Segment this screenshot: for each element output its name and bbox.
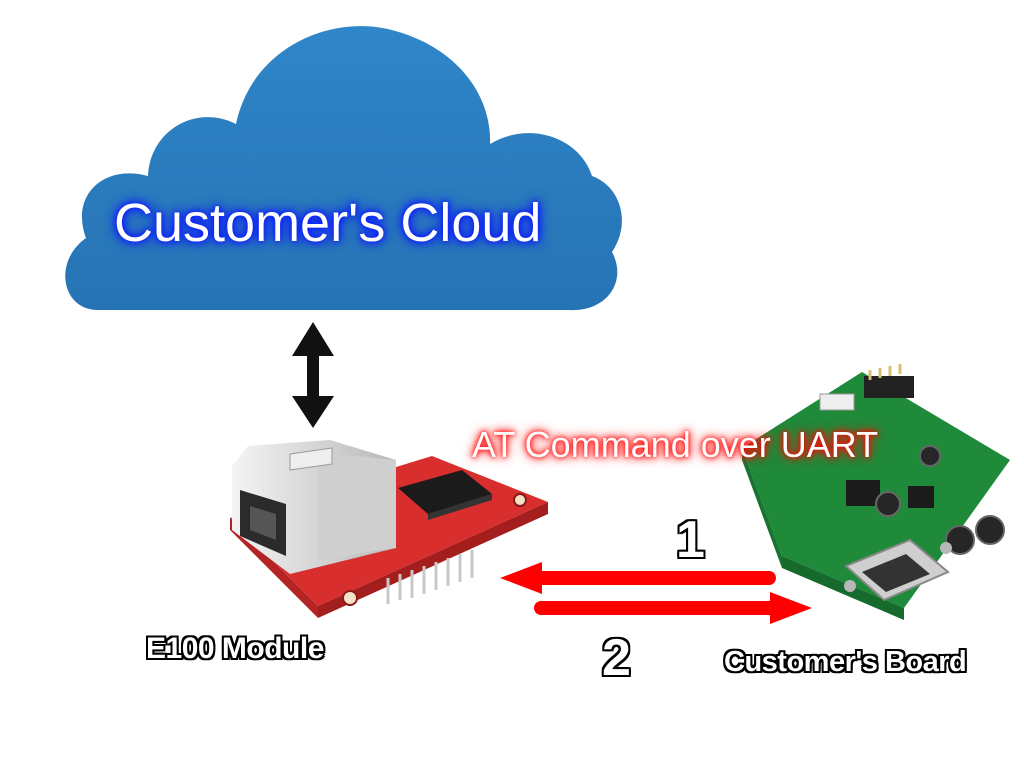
e100-module-image bbox=[230, 440, 548, 618]
customer-board-image bbox=[742, 364, 1010, 620]
link-label: AT Command over UART bbox=[472, 424, 879, 465]
customer-board-label: Customer's Board bbox=[724, 646, 967, 678]
uart-arrow-2 bbox=[534, 592, 812, 624]
e100-module-label: E100 Module bbox=[146, 632, 324, 665]
cloud-label: Customer's Cloud bbox=[114, 193, 542, 253]
step-label-2: 2 bbox=[602, 629, 631, 687]
uart-arrow-1 bbox=[500, 562, 776, 594]
cloud-icon bbox=[65, 26, 622, 311]
bidirectional-arrow bbox=[292, 322, 334, 428]
step-label-1: 1 bbox=[676, 511, 705, 569]
